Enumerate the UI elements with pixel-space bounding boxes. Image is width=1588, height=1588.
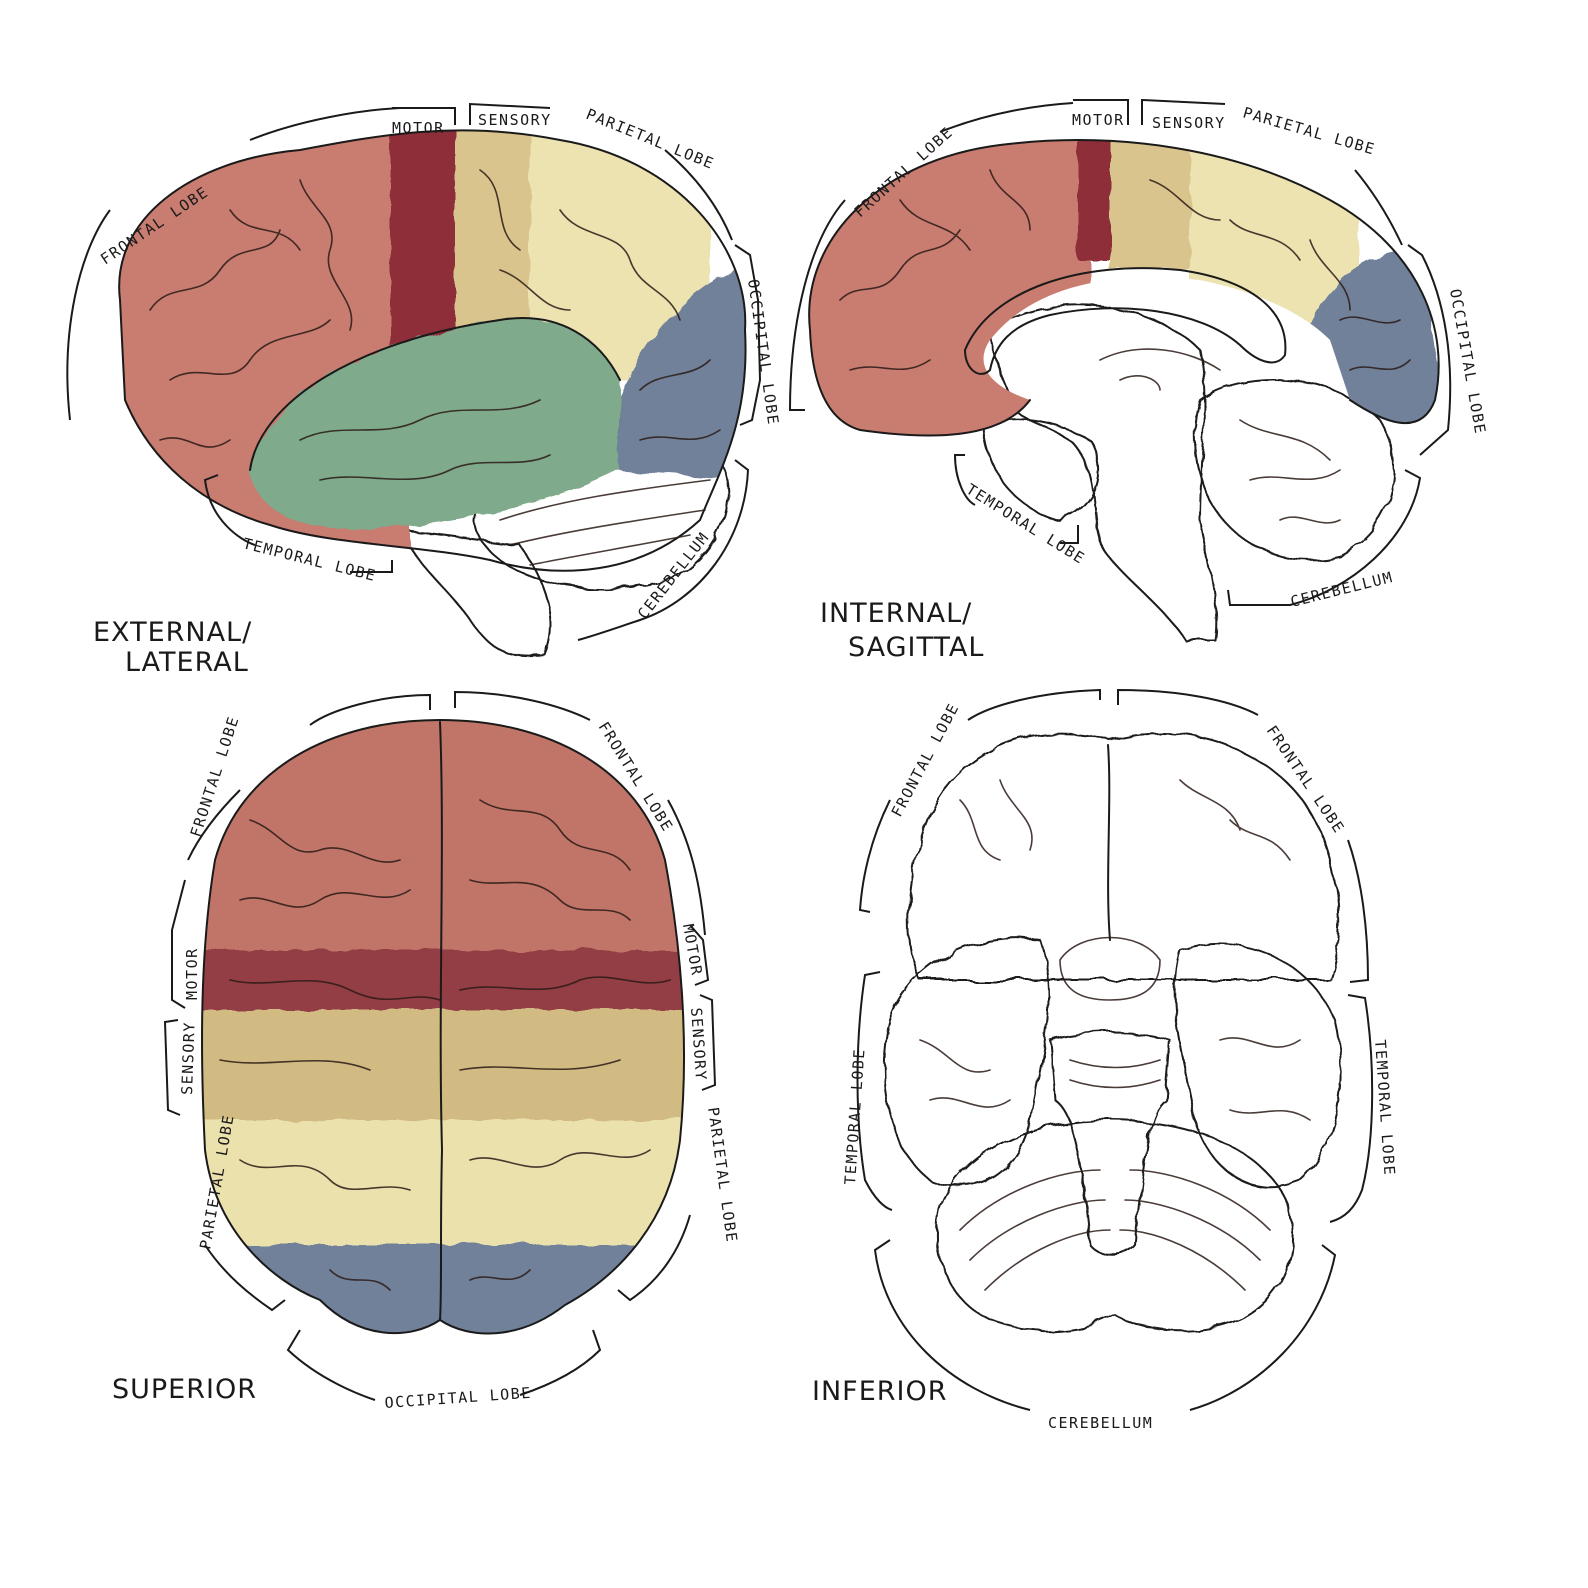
lateral-brainstem bbox=[399, 529, 552, 658]
lateral-sensory-bracket bbox=[469, 102, 551, 125]
lateral-view: FRONTAL LOBE MOTOR SENSORY PARIETAL LOBE… bbox=[66, 102, 782, 678]
superior-sensory-right-bracket bbox=[699, 994, 717, 1091]
inferior-gyri-and-folia bbox=[919, 779, 1311, 1291]
lateral-sensory-label: SENSORY bbox=[478, 111, 552, 129]
inferior-temporal-lobe-left bbox=[883, 937, 1050, 1188]
inferior-cerebellum-label: CEREBELLUM bbox=[1048, 1414, 1153, 1432]
sagittal-cerebellum-bracket bbox=[1227, 469, 1422, 606]
inferior-frontal-left-bracket bbox=[858, 688, 1101, 913]
lateral-occipital-lobe bbox=[610, 260, 746, 480]
lateral-parietal-bracket bbox=[664, 149, 733, 241]
sagittal-frontal-bracket bbox=[788, 102, 1074, 411]
sagittal-parietal-bracket bbox=[1354, 169, 1403, 246]
inferior-frontal-lobe bbox=[907, 732, 1340, 981]
inferior-brainstem bbox=[1049, 1031, 1171, 1256]
inferior-temporal-left-label: TEMPORAL LOBE bbox=[841, 1047, 869, 1185]
lateral-temporal-bracket bbox=[203, 474, 393, 573]
sagittal-sensory-bracket bbox=[1141, 98, 1226, 125]
inferior-frontal-right-bracket bbox=[1117, 688, 1370, 983]
lateral-cerebrum-outline bbox=[118, 129, 747, 572]
superior-motor-right-label: MOTOR bbox=[679, 923, 706, 978]
sagittal-occipital-label: OCCIPITAL LOBE bbox=[1446, 288, 1489, 436]
superior-parietal-left-bracket bbox=[204, 1244, 286, 1312]
lateral-frontal-bracket bbox=[66, 107, 401, 421]
inferior-view: FRONTAL LOBE FRONTAL LOBE TEMPORAL LOBE … bbox=[812, 688, 1399, 1432]
inferior-temporal-right-bracket bbox=[1329, 994, 1374, 1223]
lateral-occipital-bracket bbox=[734, 244, 762, 426]
superior-longitudinal-fissure bbox=[439, 721, 443, 1321]
superior-parietal-right-label: PARIETAL LOBE bbox=[704, 1106, 741, 1244]
lateral-gyri bbox=[149, 169, 721, 566]
sagittal-brainstem bbox=[989, 304, 1218, 641]
sagittal-cerebrum-outline bbox=[808, 139, 1440, 437]
sagittal-corpus-callosum bbox=[964, 267, 1287, 375]
lateral-view-title-line1: EXTERNAL/ bbox=[93, 617, 252, 648]
inferior-temporal-right-label: TEMPORAL LOBE bbox=[1371, 1039, 1399, 1177]
superior-frontal-right-bracket bbox=[454, 690, 706, 936]
superior-motor-right-bracket bbox=[689, 924, 710, 986]
sagittal-frontal-lobe bbox=[809, 140, 1090, 436]
superior-parietal-lobe bbox=[202, 1120, 685, 1260]
sagittal-cerebellum bbox=[1193, 378, 1395, 560]
lateral-view-title-line2: LATERAL bbox=[125, 647, 249, 678]
inferior-cerebellum bbox=[936, 1119, 1294, 1333]
sagittal-motor-label: MOTOR bbox=[1072, 111, 1125, 129]
inferior-midline bbox=[1107, 744, 1111, 941]
superior-occipital-bracket bbox=[286, 1329, 602, 1401]
superior-occipital-label: OCCIPITAL LOBE bbox=[384, 1384, 532, 1412]
superior-frontal-left-bracket bbox=[187, 693, 431, 861]
superior-sensory-left-bracket bbox=[163, 1019, 181, 1116]
sagittal-view: FRONTAL LOBE MOTOR SENSORY PARIETAL LOBE… bbox=[788, 98, 1489, 663]
superior-motor-left-bracket bbox=[171, 879, 186, 1009]
lateral-motor-bracket bbox=[392, 107, 456, 125]
inferior-temporal-lobe-right bbox=[1173, 942, 1342, 1188]
sagittal-view-title-line2: SAGITTAL bbox=[848, 632, 984, 663]
inferior-frontal-right-label: FRONTAL LOBE bbox=[1263, 722, 1349, 837]
sagittal-cerebellum-label: CEREBELLUM bbox=[1289, 568, 1396, 611]
sagittal-motor-bracket bbox=[1073, 99, 1129, 125]
sagittal-temporal-label: TEMPORAL LOBE bbox=[963, 480, 1089, 568]
superior-sensory-left-label: SENSORY bbox=[178, 1021, 199, 1095]
superior-motor-left-label: MOTOR bbox=[183, 947, 201, 1000]
superior-parietal-right-bracket bbox=[617, 1214, 691, 1302]
inferior-view-title: INFERIOR bbox=[812, 1376, 948, 1407]
sagittal-sensory-label: SENSORY bbox=[1152, 114, 1226, 132]
superior-sensory-strip bbox=[202, 1010, 685, 1130]
lateral-cerebellum-label: CEREBELLUM bbox=[634, 528, 713, 622]
sagittal-gyri bbox=[839, 169, 1411, 524]
lateral-occipital-label: OCCIPITAL LOBE bbox=[744, 278, 782, 427]
sagittal-sensory-strip bbox=[1110, 140, 1200, 270]
inferior-cerebellum-bracket bbox=[873, 1239, 1337, 1411]
sagittal-occipital-bracket bbox=[1407, 244, 1452, 456]
superior-view: FRONTAL LOBE FRONTAL LOBE MOTOR MOTOR SE… bbox=[112, 690, 741, 1412]
sagittal-parietal-label: PARIETAL LOBE bbox=[1241, 104, 1378, 159]
lateral-motor-label: MOTOR bbox=[392, 119, 445, 137]
inferior-frontal-left-label: FRONTAL LOBE bbox=[888, 700, 963, 820]
superior-view-title: SUPERIOR bbox=[112, 1374, 257, 1405]
sagittal-view-title-line1: INTERNAL/ bbox=[820, 598, 972, 629]
superior-gyri bbox=[219, 799, 671, 1291]
sagittal-temporal-bracket bbox=[953, 454, 1079, 544]
lateral-sylvian-fissure bbox=[249, 317, 621, 471]
lateral-cerebellum-bracket bbox=[577, 459, 750, 641]
superior-sensory-right-label: SENSORY bbox=[687, 1007, 710, 1082]
inferior-temporal-left-bracket bbox=[856, 971, 893, 1211]
